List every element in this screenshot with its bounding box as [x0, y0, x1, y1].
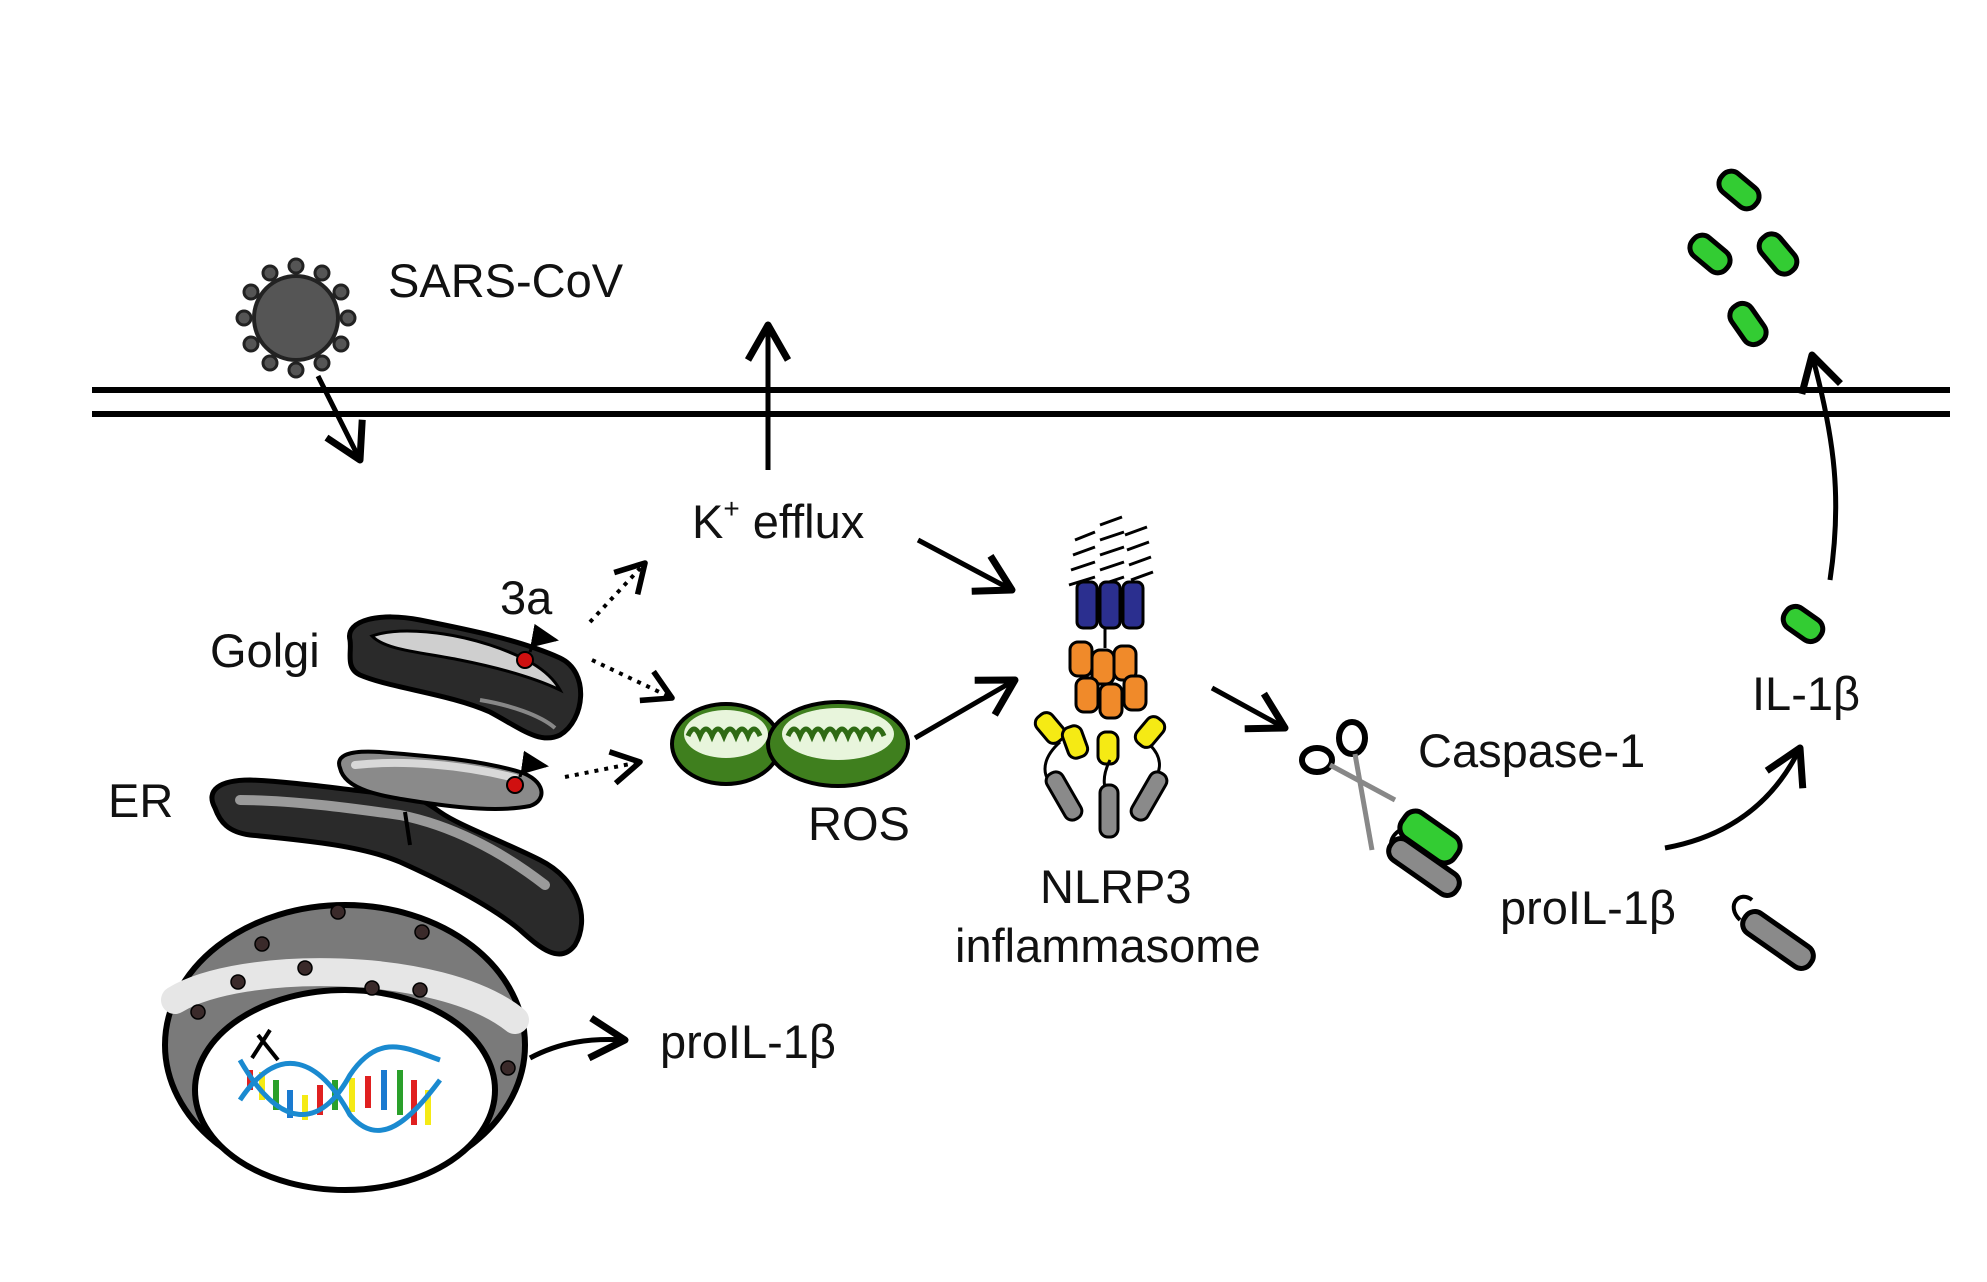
il1b-label: IL-1β — [1752, 667, 1860, 720]
er-icon — [209, 749, 585, 957]
ros-to-nlrp3-arrow — [913, 676, 1019, 741]
dotted-arrow-er-to-ros — [564, 749, 643, 786]
k-to-nlrp3-arrow — [916, 537, 1016, 595]
nlrp3-inflammasome-icon — [1033, 515, 1169, 839]
ros-label: ROS — [808, 797, 910, 850]
proil1b-cleavage-icon — [1386, 808, 1463, 898]
virus-label: SARS-CoV — [388, 254, 624, 307]
k-symbol: K — [692, 495, 723, 548]
pro-domain-fragment-icon — [1731, 894, 1816, 971]
caspase-scissors-icon — [1299, 719, 1397, 851]
er-label: ER — [108, 774, 173, 827]
nlrp3-label-line2: inflammasome — [955, 919, 1261, 972]
cell-membrane — [92, 387, 1950, 417]
sars-cov-virus-icon — [235, 257, 357, 379]
dotted-arrow-3a-to-ros — [591, 658, 675, 704]
k-superscript: + — [723, 493, 739, 524]
protein-3a-label: 3a — [500, 571, 553, 624]
golgi-icon — [347, 614, 584, 741]
protein-3a-er-icon — [506, 750, 549, 794]
k-efflux-label: K+ efflux — [692, 493, 864, 548]
nucleus-icon — [161, 902, 529, 1193]
efflux-word: efflux — [740, 495, 865, 548]
il1b-secretion-arrow — [1798, 351, 1843, 581]
nlrp3-label-line1: NLRP3 — [1040, 860, 1192, 913]
transcription-arrow — [528, 1015, 629, 1062]
dotted-arrow-3a-to-k — [588, 560, 648, 624]
protein-3a-golgi-icon — [516, 623, 559, 669]
il1b-mature-icon — [1780, 603, 1826, 645]
nuclear-pores — [190, 904, 516, 1076]
dna-helix-icon — [237, 1028, 442, 1133]
virus-entry-arrow — [315, 374, 366, 464]
golgi-label: Golgi — [210, 624, 320, 677]
proil1b-cleavage-label: proIL-1β — [1500, 881, 1676, 934]
caspase-label: Caspase-1 — [1418, 724, 1645, 777]
cleavage-to-il1b-arrow — [1664, 744, 1807, 851]
nlrp3-to-caspase-arrow — [1210, 685, 1289, 733]
proil1b-nucleus-label: proIL-1β — [660, 1015, 836, 1068]
secreted-il1b-icons — [1687, 168, 1800, 348]
mitochondria-icon — [670, 700, 910, 788]
